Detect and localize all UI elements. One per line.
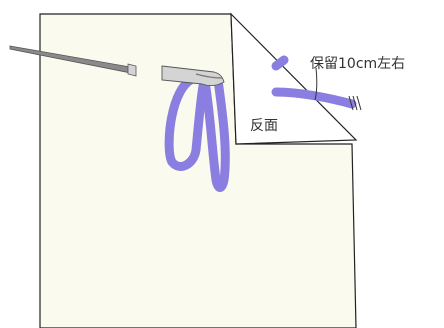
knitting-needle [9,45,137,77]
fabric-folded-corner [230,12,358,145]
fabric-panel [39,13,357,328]
retain-length-label: 保留10cm左右 [310,56,405,72]
yarn-tail-reverse [271,55,362,111]
leader-line [314,67,318,101]
crochet-hook [161,65,225,87]
yarn-loop [164,73,230,192]
reverse-side-label: 反面 [250,118,278,134]
